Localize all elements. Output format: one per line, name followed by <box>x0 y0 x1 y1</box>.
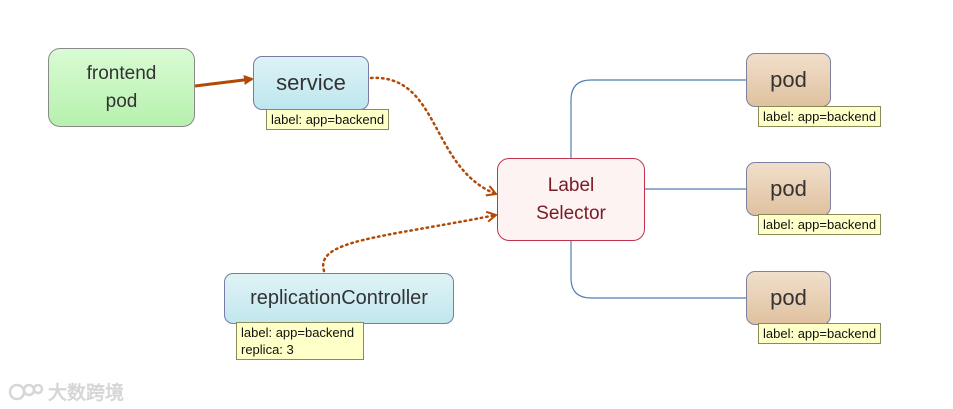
replication-controller-node: replicationController <box>224 273 454 324</box>
service-label-note: label: app=backend <box>266 109 390 130</box>
replication-controller-note-line2: replica: 3 <box>241 342 294 357</box>
pod-node-2: pod <box>746 162 831 216</box>
pod-node-3: pod <box>746 271 831 325</box>
watermark-logo-icon <box>8 383 44 400</box>
pod-label: pod <box>770 67 807 92</box>
pod-note-3: label: app=backend <box>758 323 882 344</box>
pod-label: pod <box>770 176 807 201</box>
label-selector-line1: Label <box>547 174 595 196</box>
selector-to-pod-3-connector <box>570 241 746 299</box>
service-node: service <box>253 56 369 110</box>
label-selector-line2: Selector <box>536 202 606 224</box>
replication-controller-note: label: app=backend replica: 3 <box>236 322 364 360</box>
rc-to-selector-arrow <box>321 215 496 273</box>
service-to-selector-arrow <box>369 76 496 194</box>
watermark: 大数跨境 <box>8 378 124 405</box>
frontend-pod-line1: frontend <box>86 62 157 84</box>
replication-controller-label: replicationController <box>250 287 428 309</box>
pod-note-1: label: app=backend <box>758 106 882 127</box>
replication-controller-note-line1: label: app=backend <box>241 325 355 340</box>
pod-label: pod <box>770 285 807 310</box>
label-selector-node: Label Selector <box>497 158 645 241</box>
service-label: service <box>276 70 346 95</box>
pod-note-2: label: app=backend <box>758 214 882 235</box>
selector-to-pod-1-connector <box>570 79 746 158</box>
watermark-text: 大数跨境 <box>48 383 125 404</box>
frontend-pod-node: frontend pod <box>48 48 195 127</box>
frontend-pod-line2: pod <box>105 90 138 112</box>
frontend-to-service-arrow <box>194 75 254 88</box>
pod-node-1: pod <box>746 53 831 107</box>
